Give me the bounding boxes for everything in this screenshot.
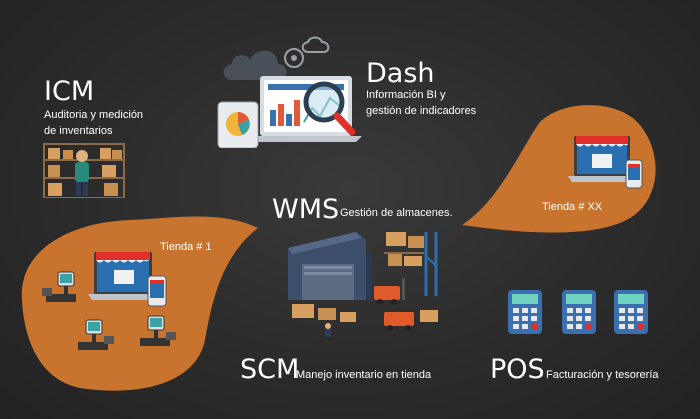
icm-desc-line1: Auditoria y medición	[44, 109, 144, 121]
payment-terminals-illustration	[508, 290, 648, 334]
pos-terminal-2	[78, 319, 114, 350]
store-left-laptop-illustration	[88, 252, 167, 307]
cloud-icon	[223, 50, 287, 80]
dash-illustration	[217, 36, 362, 148]
forklift-icon	[374, 286, 400, 300]
dash-desc-line2: gestión de indicadores	[366, 105, 477, 117]
wms-description: Gestión de almacenes.	[340, 207, 453, 219]
pos-terminal-3	[140, 315, 176, 346]
dash-desc-line1: Información BI y	[366, 89, 446, 101]
pos-title: POS	[490, 354, 545, 385]
wms-title: WMS	[272, 194, 340, 225]
scm-title: SCM	[240, 354, 300, 385]
dash-title: Dash	[366, 58, 435, 89]
store-right-label: Tienda # XX	[542, 201, 603, 213]
gear-icon	[284, 48, 304, 68]
pos-description: Facturación y tesorería	[546, 369, 659, 381]
icm-description: Auditoria y medición de inventarios	[44, 107, 143, 139]
dash-description: Información BI y gestión de indicadores	[366, 87, 476, 119]
pos-terminal-1	[42, 271, 76, 302]
icm-desc-line2: de inventarios	[44, 125, 113, 137]
basket-icon	[592, 154, 612, 168]
store-right-laptop-illustration	[568, 136, 643, 189]
card-terminal-icon	[508, 290, 542, 334]
magnifier-icon	[303, 81, 345, 123]
icm-title: ICM	[44, 76, 95, 107]
shelf-worker-illustration	[43, 143, 125, 198]
warehouse-illustration	[288, 232, 438, 337]
scm-description: Manejo inventario en tienda	[296, 369, 432, 381]
store-left-label: Tienda # 1	[160, 241, 212, 253]
basket-icon	[114, 270, 134, 284]
